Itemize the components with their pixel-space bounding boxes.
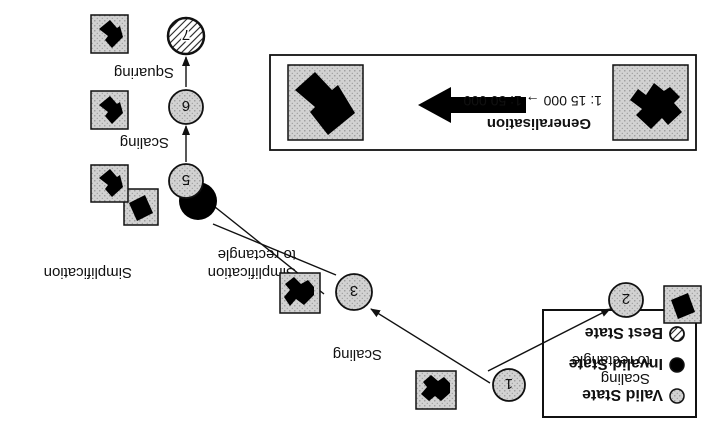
thumb-node-7	[90, 14, 129, 54]
edge-1-2	[487, 308, 611, 372]
edge-3-invalid	[212, 223, 337, 276]
label-scaling-to-rectangle-2: to rectangle	[572, 352, 650, 369]
building-shape	[99, 20, 123, 48]
legend: Valid State Invalid State Best State	[542, 309, 697, 418]
node-1: 1	[492, 368, 526, 402]
generalisation-title: Generalisation	[487, 115, 591, 132]
best-state-icon	[669, 326, 685, 342]
node-2: 2	[608, 282, 644, 318]
node-6-circle	[168, 89, 204, 125]
invalid-state-icon	[669, 357, 685, 373]
node-2-label: 2	[622, 290, 630, 307]
thumb-node-5	[90, 164, 129, 203]
legend-valid-label: Valid State	[582, 386, 663, 403]
node-3-circle	[335, 273, 373, 311]
node-7-circle	[166, 16, 206, 56]
label-simplification-rect-1: Simplification	[208, 264, 296, 281]
label-scaling-5-6: Scaling	[120, 134, 169, 151]
node-1-label: 1	[505, 375, 513, 392]
building-shape	[630, 83, 682, 129]
thumb-node-3	[279, 272, 321, 314]
node-6-label: 6	[182, 97, 190, 114]
node-2-circle	[608, 282, 644, 318]
building-shape	[99, 96, 123, 124]
generalisation-box: Generalisation 1: 15 000 → 1: 50 000	[269, 54, 697, 151]
building-shape	[284, 277, 314, 306]
rectangle-shape	[671, 293, 695, 319]
legend-best-label: Best State	[585, 324, 663, 341]
node-3-label: 3	[350, 282, 358, 299]
source-building-thumb	[612, 64, 689, 141]
node-5-label: 5	[182, 171, 190, 188]
rectangle-shape	[129, 195, 153, 221]
valid-state-icon	[669, 388, 685, 404]
edge-1-3	[370, 308, 491, 384]
building-shape	[295, 72, 355, 135]
legend-valid: Valid State	[582, 386, 685, 404]
label-scaling-1-3: Scaling	[333, 346, 382, 363]
node-5: 5	[168, 163, 204, 199]
building-shape	[421, 375, 450, 401]
node-3: 3	[335, 273, 373, 311]
label-squaring-6-7: Squaring	[114, 64, 174, 81]
node-7: 7	[166, 16, 206, 56]
thumb-node-1	[415, 370, 457, 410]
generalised-building-thumb	[287, 64, 364, 141]
node-1-circle	[492, 368, 526, 402]
building-shape	[99, 169, 123, 197]
node-6: 6	[168, 89, 204, 125]
generalisation-arrow	[418, 87, 526, 123]
thumb-invalid	[123, 188, 159, 226]
legend-invalid-label: Invalid State	[569, 355, 663, 372]
arrow-head-icon	[418, 87, 451, 123]
thumb-node-6	[90, 90, 129, 130]
node-5-circle	[168, 163, 204, 199]
label-simplification-3-5: Simplification	[44, 264, 132, 281]
generalisation-scale: 1: 15 000 → 1: 50 000	[463, 93, 602, 109]
legend-best: Best State	[585, 324, 685, 342]
label-simplification-rect-2: to rectangle	[218, 246, 296, 263]
node-7-label: 7	[182, 26, 190, 43]
label-scaling-to-rectangle-1: Scaling	[601, 370, 650, 387]
thumb-node-2	[663, 285, 702, 324]
legend-invalid: Invalid State	[569, 355, 685, 373]
edge-labels: Scaling to rectangle Scaling Simplificat…	[44, 64, 650, 387]
